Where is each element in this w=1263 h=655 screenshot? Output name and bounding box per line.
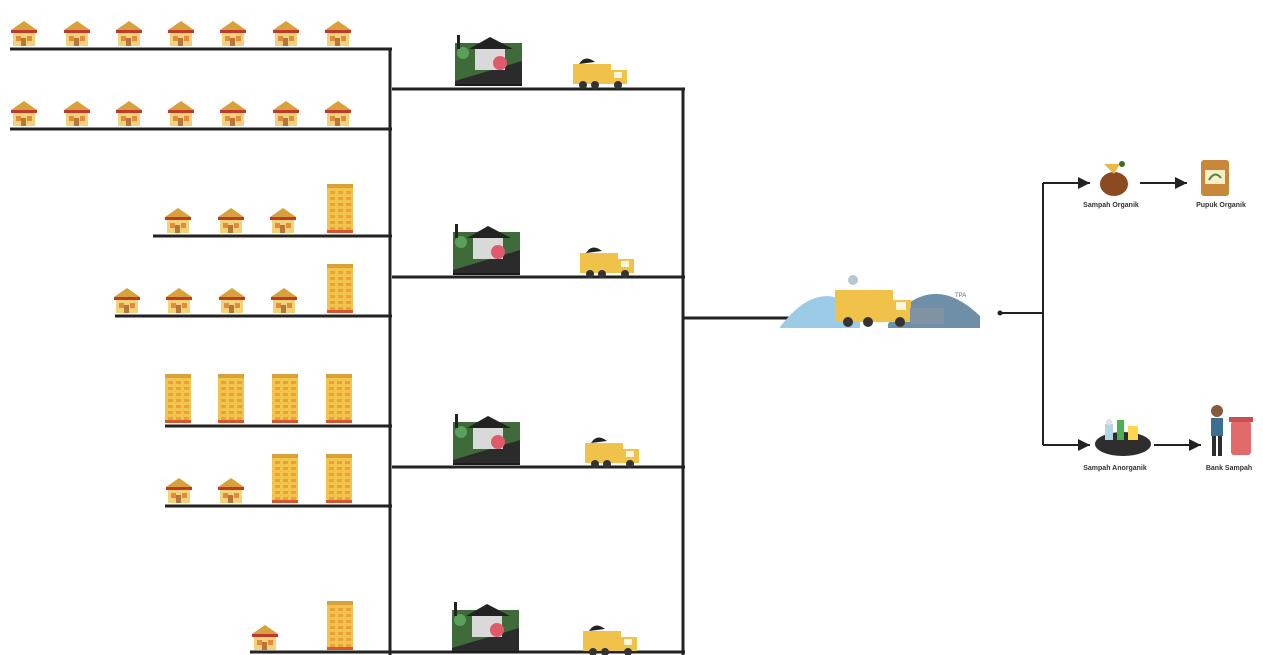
apartment-building-icon bbox=[326, 374, 352, 423]
garbage-truck-icon bbox=[583, 625, 637, 655]
house-icon bbox=[116, 21, 142, 46]
label-pupuk-organik: Pupuk Organik bbox=[1196, 202, 1246, 209]
house-icon bbox=[218, 208, 244, 233]
apartment-building-icon bbox=[272, 454, 298, 503]
house-icon bbox=[325, 101, 351, 126]
inorganic-waste-pile-icon bbox=[1095, 419, 1151, 456]
waste-bank-icon bbox=[1211, 405, 1253, 456]
house-icon bbox=[166, 478, 192, 503]
apartment-building-icon bbox=[218, 374, 244, 423]
waste-collection-site-icon bbox=[452, 602, 519, 653]
connector-dot bbox=[997, 310, 1003, 316]
garbage-truck-icon bbox=[580, 247, 634, 278]
apartment-building-icon bbox=[327, 184, 353, 233]
apartment-building-icon bbox=[272, 374, 298, 423]
house-icon bbox=[220, 21, 246, 46]
icons-layer bbox=[11, 21, 1253, 655]
house-icon bbox=[270, 208, 296, 233]
house-icon bbox=[325, 21, 351, 46]
house-icon bbox=[11, 21, 37, 46]
garbage-truck-icon bbox=[585, 437, 639, 468]
house-icon bbox=[166, 288, 192, 313]
house-icon bbox=[165, 208, 191, 233]
house-icon bbox=[64, 101, 90, 126]
house-icon bbox=[252, 625, 278, 650]
house-icon bbox=[220, 101, 246, 126]
house-icon bbox=[273, 101, 299, 126]
organic-waste-sack-icon bbox=[1100, 161, 1128, 196]
house-icon bbox=[64, 21, 90, 46]
house-icon bbox=[168, 101, 194, 126]
house-icon bbox=[219, 288, 245, 313]
house-icon bbox=[168, 21, 194, 46]
house-icon bbox=[218, 478, 244, 503]
apartment-building-icon bbox=[165, 374, 191, 423]
label-sampah-anorganik: Sampah Anorganik bbox=[1083, 465, 1147, 472]
house-icon bbox=[271, 288, 297, 313]
landfill-icon bbox=[780, 275, 980, 328]
garbage-truck-icon bbox=[573, 58, 627, 89]
label-bank-sampah: Bank Sampah bbox=[1206, 465, 1252, 472]
connector-lines bbox=[10, 47, 1201, 655]
organic-fertilizer-bag-icon bbox=[1201, 160, 1229, 196]
house-icon bbox=[11, 101, 37, 126]
waste-collection-site-icon bbox=[455, 35, 522, 86]
waste-collection-site-icon bbox=[453, 414, 520, 465]
apartment-building-icon bbox=[327, 264, 353, 313]
waste-collection-site-icon bbox=[453, 224, 520, 275]
house-icon bbox=[116, 101, 142, 126]
apartment-building-icon bbox=[327, 601, 353, 650]
apartment-building-icon bbox=[326, 454, 352, 503]
house-icon bbox=[273, 21, 299, 46]
label-sampah-organik: Sampah Organik bbox=[1083, 202, 1139, 209]
house-icon bbox=[114, 288, 140, 313]
tpa-label: TPA bbox=[955, 293, 966, 299]
